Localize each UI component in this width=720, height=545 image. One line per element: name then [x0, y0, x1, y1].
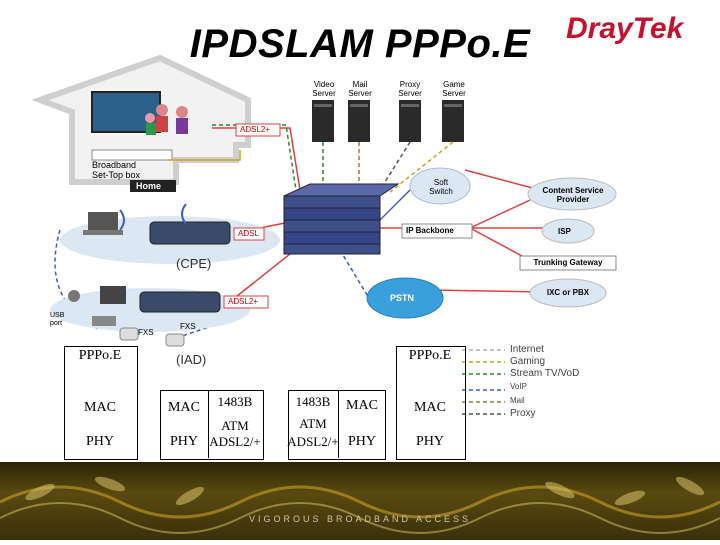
stack-cpe-mac: MAC [168, 400, 200, 415]
pstn-cloud [366, 277, 444, 319]
stack-cpe-1483b: 1483B [217, 394, 253, 409]
usb-label-2: port [50, 320, 63, 327]
user-icon [68, 290, 80, 302]
legend-stream-label: Stream TV/VoD [510, 368, 580, 379]
content-provider-label-2: Provider [556, 195, 590, 204]
legend-mail-label: Mail [510, 396, 525, 405]
ip-backbone-box [401, 223, 473, 239]
fxs-1-label: FXS [138, 328, 154, 337]
phone-2-icon [165, 333, 185, 347]
stack-dslam-1483b: 1483B [295, 394, 331, 409]
stack-dslam-phy: PHY [347, 434, 376, 449]
page-title: IPDSLAM PPPo.E [189, 22, 531, 66]
trunking-gateway-box [519, 255, 617, 271]
adsl2-bot-box [223, 295, 269, 309]
iad-label: (IAD) [176, 352, 207, 367]
game-server-label: Game Server [442, 80, 466, 98]
pstn-label: PSTN [390, 293, 415, 303]
stack-cpe [160, 390, 264, 460]
wifi-left-icon [119, 209, 125, 231]
person-2-icon [176, 106, 188, 118]
stack-server-mac: MAC [414, 400, 446, 415]
stb-label-2: Set-Top box [92, 170, 141, 180]
stack-client [64, 346, 138, 460]
stack-client-pppoe: PPPo.E [78, 348, 122, 363]
child-body-icon [146, 123, 156, 135]
stack-dslam-divider [338, 390, 339, 458]
iad-modem-icon [139, 291, 221, 313]
wifi-right-icon [181, 203, 187, 225]
stack-server-phy: PHY [415, 434, 444, 449]
stack-cpe-divider [208, 390, 209, 458]
adsl2-top-label: ADSL2+ [240, 125, 271, 134]
ixc-cloud [529, 278, 607, 308]
stack-client-mac: MAC [84, 400, 116, 415]
legend-lines [462, 349, 505, 415]
soft-switch-cloud [409, 167, 471, 205]
stack-dslam-atm: ATM [299, 416, 327, 431]
video-server-icon [312, 100, 334, 142]
ip-backbone-label: IP Backbone [406, 226, 454, 235]
adsl2-bot-label: ADSL2+ [228, 297, 259, 306]
content-provider-cloud [527, 177, 617, 211]
adsl-mid-box [233, 227, 265, 241]
fxs-2-label: FXS [180, 322, 196, 331]
stack-dslam-adsl: ADSL2/+ [287, 434, 339, 449]
person-body-icon [156, 116, 168, 132]
footer-text: VIGOROUS BROADBAND ACCESS [248, 514, 472, 524]
proxy-server-label: Proxy Server [398, 80, 422, 98]
legend-proxy-label: Proxy [510, 408, 536, 419]
stack-client-phy: PHY [85, 434, 114, 449]
game-server-icon [442, 100, 464, 142]
home-label-bg [130, 180, 176, 192]
ixc-label: IXC or PBX [546, 288, 590, 297]
person-2-body-icon [176, 118, 188, 134]
footer-decoration [0, 476, 720, 534]
laptop-icon [88, 212, 118, 230]
footer-banner [0, 462, 720, 540]
trunking-gateway-label: Trunking Gateway [533, 258, 603, 267]
legend-internet-label: Internet [510, 344, 544, 355]
adsl2-top-box [235, 123, 281, 137]
laptop-base-icon [83, 230, 123, 235]
stack-server [396, 346, 466, 460]
stack-cpe-atm: ATM [221, 418, 249, 433]
legend-gaming-label: Gaming [510, 356, 546, 367]
video-server-label: Video Server [312, 80, 336, 98]
adsl-mid-label: ADSL [238, 229, 259, 238]
stack-server-pppoe: PPPo.E [408, 348, 452, 363]
content-provider-label-1: Content Service [542, 186, 604, 195]
phone-1-icon [119, 327, 139, 341]
soft-switch-label-2: Switch [429, 187, 453, 196]
usb-label-1: USB [50, 312, 65, 319]
stack-cpe-adsl: ADSL2/+ [209, 434, 261, 449]
dslam-stack-icon [283, 183, 400, 255]
pc-icon [100, 286, 126, 304]
stack-dslam [288, 390, 386, 460]
person-icon [156, 104, 168, 116]
cpe-modem-icon [149, 221, 231, 245]
stack-dslam-mac: MAC [346, 398, 378, 413]
stack-cpe-phy: PHY [169, 434, 198, 449]
logo-part-2: Tek [632, 12, 684, 45]
logo-part-1: Dray [566, 12, 633, 45]
stb-label-1: Broadband [92, 160, 137, 170]
cpe-label: (CPE) [176, 256, 212, 271]
legend-voip-label: VoIP [510, 382, 527, 391]
keyboard-icon [92, 316, 116, 326]
mail-server-icon [348, 100, 370, 142]
mail-server-label: Mail Server [348, 80, 372, 98]
soft-switch-label-1: Soft [433, 178, 449, 187]
home-label: Home [136, 181, 162, 191]
isp-label: ISP [558, 227, 571, 236]
network-diagram [31, 54, 617, 415]
settop-box-icon [91, 149, 173, 161]
proxy-server-icon [399, 100, 421, 142]
isp-cloud [541, 218, 595, 244]
draytek-logo: DrayTek [566, 12, 683, 46]
child-icon [145, 113, 155, 123]
